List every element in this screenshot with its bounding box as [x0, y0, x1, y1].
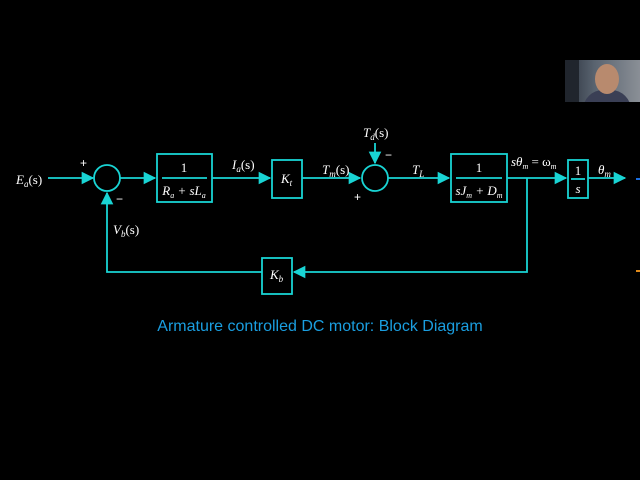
summing-junction-2 [361, 164, 389, 192]
integrator-denominator: s [575, 181, 580, 196]
current-signal-label: Ia(s) [231, 157, 255, 174]
electrical-block-denominator: Ra + sLa [161, 183, 206, 200]
svg-text:TL: TL [412, 162, 424, 179]
sum2-plus-sign: + [354, 190, 361, 204]
output-signal-label: θm [598, 162, 611, 179]
webcam-background-shelf [565, 60, 579, 102]
input-signal-label: Ea(s) [15, 172, 42, 189]
wire-feedback-right [292, 178, 528, 279]
presenter-webcam-thumbnail [565, 60, 640, 102]
webcam-presenter-body [583, 90, 631, 102]
sum1-plus-sign: + [80, 156, 87, 170]
edge-mark-1 [636, 178, 640, 180]
svg-text:sJm + Dm: sJm + Dm [455, 183, 502, 200]
wire-feedback-left [100, 191, 262, 273]
back-emf-signal-label: Vb(s) [113, 222, 139, 239]
mechanical-block-denominator: sJm + Dm [455, 183, 502, 200]
svg-text:Kb: Kb [269, 267, 284, 284]
svg-text:Ea(s): Ea(s) [15, 172, 42, 189]
speed-signal-label: sθm = ωm [511, 154, 557, 171]
disturbance-signal-label: Td(s) [363, 125, 388, 142]
electrical-block-numerator: 1 [181, 160, 188, 175]
motor-torque-signal-label: Tm(s) [322, 162, 349, 179]
webcam-presenter-head [595, 64, 619, 94]
back-emf-constant-label: Kb [269, 267, 284, 284]
svg-text:Tm(s): Tm(s) [322, 162, 349, 179]
svg-text:Ra + sLa: Ra + sLa [161, 183, 206, 200]
sum1-minus-sign: − [116, 192, 123, 206]
svg-text:Ia(s): Ia(s) [231, 157, 255, 174]
summing-junction-1 [93, 164, 121, 192]
svg-text:Td(s): Td(s) [363, 125, 388, 142]
torque-constant-block [271, 159, 303, 199]
edge-mark-2 [636, 270, 640, 272]
svg-text:sθm = ωm: sθm = ωm [511, 154, 557, 171]
diagram-caption: Armature controlled DC motor: Block Diag… [157, 318, 483, 335]
svg-text:Kt: Kt [280, 171, 293, 188]
svg-text:θm: θm [598, 162, 611, 179]
svg-text:Vb(s): Vb(s) [113, 222, 139, 239]
integrator-numerator: 1 [575, 163, 582, 178]
mechanical-block-numerator: 1 [476, 160, 483, 175]
load-torque-signal-label: TL [412, 162, 424, 179]
back-emf-constant-block [261, 257, 293, 295]
sum2-minus-sign: − [385, 148, 392, 162]
torque-constant-label: Kt [280, 171, 293, 188]
